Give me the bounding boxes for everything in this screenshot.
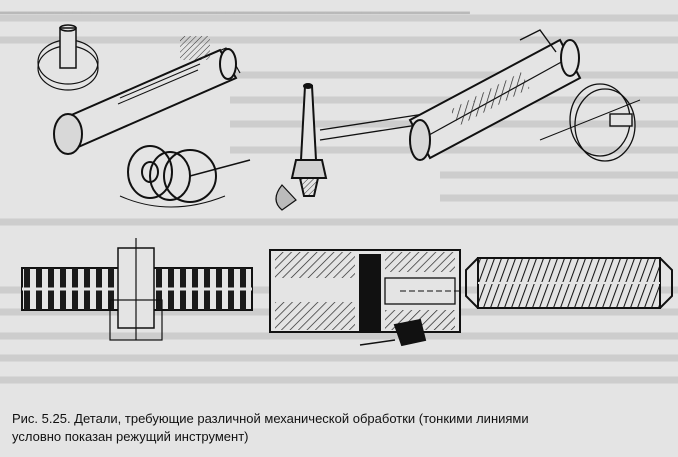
threaded-rod-drawing (465, 257, 673, 309)
threaded-bushing-drawing (269, 249, 461, 347)
gear-rack-drawing (21, 238, 253, 341)
slotted-sleeve-drawing (408, 29, 641, 162)
machining-parts-figure (0, 14, 678, 384)
drill-tool-drawing (275, 83, 451, 211)
figure-caption: Рис. 5.25. Детали, требующие различной м… (12, 410, 672, 446)
figure-caption-line-1: Рис. 5.25. Детали, требующие различной м… (12, 411, 529, 426)
figure-caption-line-2: условно показан режущий инструмент) (12, 429, 249, 444)
splined-shaft-drawing (37, 24, 251, 208)
